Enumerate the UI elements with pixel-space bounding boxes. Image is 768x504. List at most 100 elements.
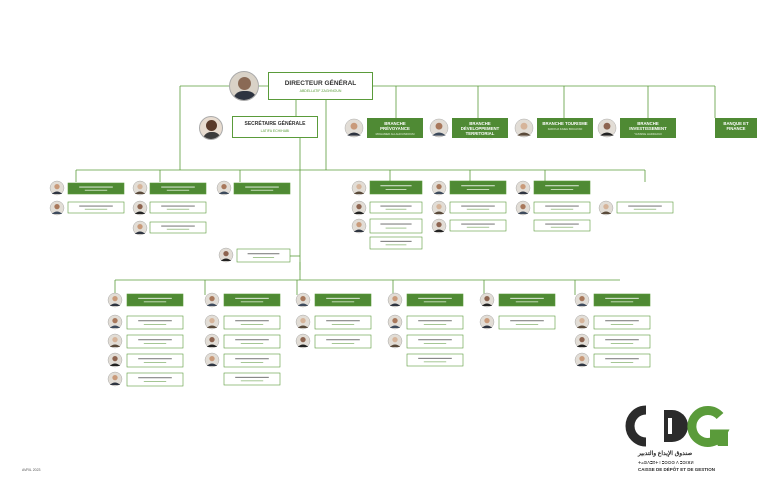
person-avatar <box>429 118 449 138</box>
box-fine-print <box>235 358 269 360</box>
box-fine-print-sub <box>423 361 447 363</box>
box-fine-print <box>161 186 195 188</box>
person-avatar <box>107 292 123 308</box>
box-fine-print <box>418 357 452 359</box>
box-fine-print <box>461 205 495 207</box>
box-fine-print-sub <box>143 324 167 325</box>
unit-box <box>126 293 184 307</box>
unit-box <box>406 334 464 349</box>
secretary-general-avatar <box>199 116 223 140</box>
box-fine-print <box>545 185 579 187</box>
person-avatar <box>295 292 311 308</box>
secretary-general-title: SECRÉTAIRE GÉNÉRALE <box>244 121 306 127</box>
person-avatar <box>204 333 220 349</box>
unit-box <box>223 353 281 368</box>
branch-head-name: YASSINE HADDAOUI <box>634 132 662 136</box>
person-avatar <box>132 200 148 216</box>
person-avatar <box>218 247 234 263</box>
connector-lines <box>75 85 716 295</box>
person-avatar <box>479 314 495 330</box>
box-fine-print <box>605 320 639 322</box>
person-avatar <box>574 333 590 349</box>
unit-box <box>406 293 464 307</box>
person-avatar <box>49 200 65 216</box>
unit-box <box>533 180 591 195</box>
cdg-logo-mark-icon <box>625 405 730 447</box>
box-fine-print-sub <box>166 208 190 210</box>
box-fine-print-sub <box>252 257 275 258</box>
branch-title: BRANCHE TOURISME <box>542 121 588 126</box>
box-fine-print <box>245 186 279 188</box>
box-fine-print-sub <box>240 324 264 325</box>
box-fine-print <box>605 339 639 341</box>
branch-title: BRANCHE INVESTISSEMENT <box>629 121 667 131</box>
box-fine-print-sub <box>385 244 407 246</box>
cdg-logo: صندوق الإيداع والتدبير ⵜⴰⵙⴷⵓⴽⵜ ⵏ ⵓⵙⵔⵙ ⴷ … <box>624 404 734 476</box>
unit-box <box>533 219 591 232</box>
box-fine-print-sub <box>550 226 574 228</box>
person-avatar <box>351 180 367 196</box>
box-fine-print-sub <box>423 343 447 344</box>
unit-box <box>369 180 423 195</box>
box-fine-print-sub <box>331 301 355 303</box>
box-fine-print-sub <box>515 301 539 303</box>
box-fine-print <box>605 297 639 299</box>
unit-box <box>67 182 125 195</box>
box-fine-print <box>380 223 412 225</box>
person-avatar <box>107 314 123 330</box>
footer-date: AVRIL 2023 <box>22 468 41 472</box>
box-fine-print-sub <box>550 208 574 210</box>
person-avatar <box>204 292 220 308</box>
box-fine-print-sub <box>143 362 167 363</box>
unit-box <box>233 182 291 195</box>
unit-box <box>149 221 207 234</box>
person-avatar <box>295 314 311 330</box>
box-fine-print <box>247 253 280 255</box>
person-avatar <box>107 333 123 349</box>
box-fine-print <box>380 185 412 187</box>
org-boxes <box>49 118 674 387</box>
branch-head-name: FADOUA KAIEH BOUAYAD <box>547 127 583 131</box>
box-fine-print-sub <box>143 301 167 303</box>
box-fine-print <box>326 297 360 299</box>
unit-box <box>314 315 372 330</box>
person-avatar <box>216 180 232 196</box>
logo-arabic: صندوق الإيداع والتدبير <box>638 451 693 457</box>
box-fine-print <box>235 297 269 299</box>
box-fine-print-sub <box>143 343 167 344</box>
director-general-avatar <box>229 71 259 101</box>
person-avatar <box>387 292 403 308</box>
unit-box <box>593 315 651 330</box>
box-fine-print <box>235 339 269 341</box>
unit-box <box>369 218 423 234</box>
unit-box <box>369 201 423 214</box>
unit-box <box>236 248 291 263</box>
box-fine-print <box>326 339 360 341</box>
branch-head-name: MOHAMED ALLAHOUNDOUM <box>375 132 415 136</box>
box-fine-print <box>461 185 495 187</box>
unit-box <box>616 201 674 214</box>
person-avatar <box>387 333 403 349</box>
unit-box <box>126 372 184 387</box>
box-fine-print <box>138 358 172 360</box>
box-fine-print-sub <box>84 208 108 210</box>
unit-box <box>67 201 125 214</box>
unit-box <box>149 201 207 214</box>
unit-box <box>533 201 591 214</box>
unit-box <box>126 353 184 368</box>
person-avatar <box>514 118 534 138</box>
box-fine-print-sub <box>166 189 190 191</box>
box-fine-print-sub <box>610 324 634 325</box>
person-avatar <box>515 200 531 216</box>
logo-french: CAISSE DE DÉPÔT ET DE GESTION <box>638 467 716 472</box>
box-fine-print-sub <box>423 301 447 303</box>
person-avatar <box>574 352 590 368</box>
secretary-general-box: SECRÉTAIRE GÉNÉRALE LATIFA ECHIHABI <box>232 116 318 138</box>
box-fine-print <box>418 297 452 299</box>
box-fine-print-sub <box>240 380 264 382</box>
box-fine-print <box>418 339 452 341</box>
